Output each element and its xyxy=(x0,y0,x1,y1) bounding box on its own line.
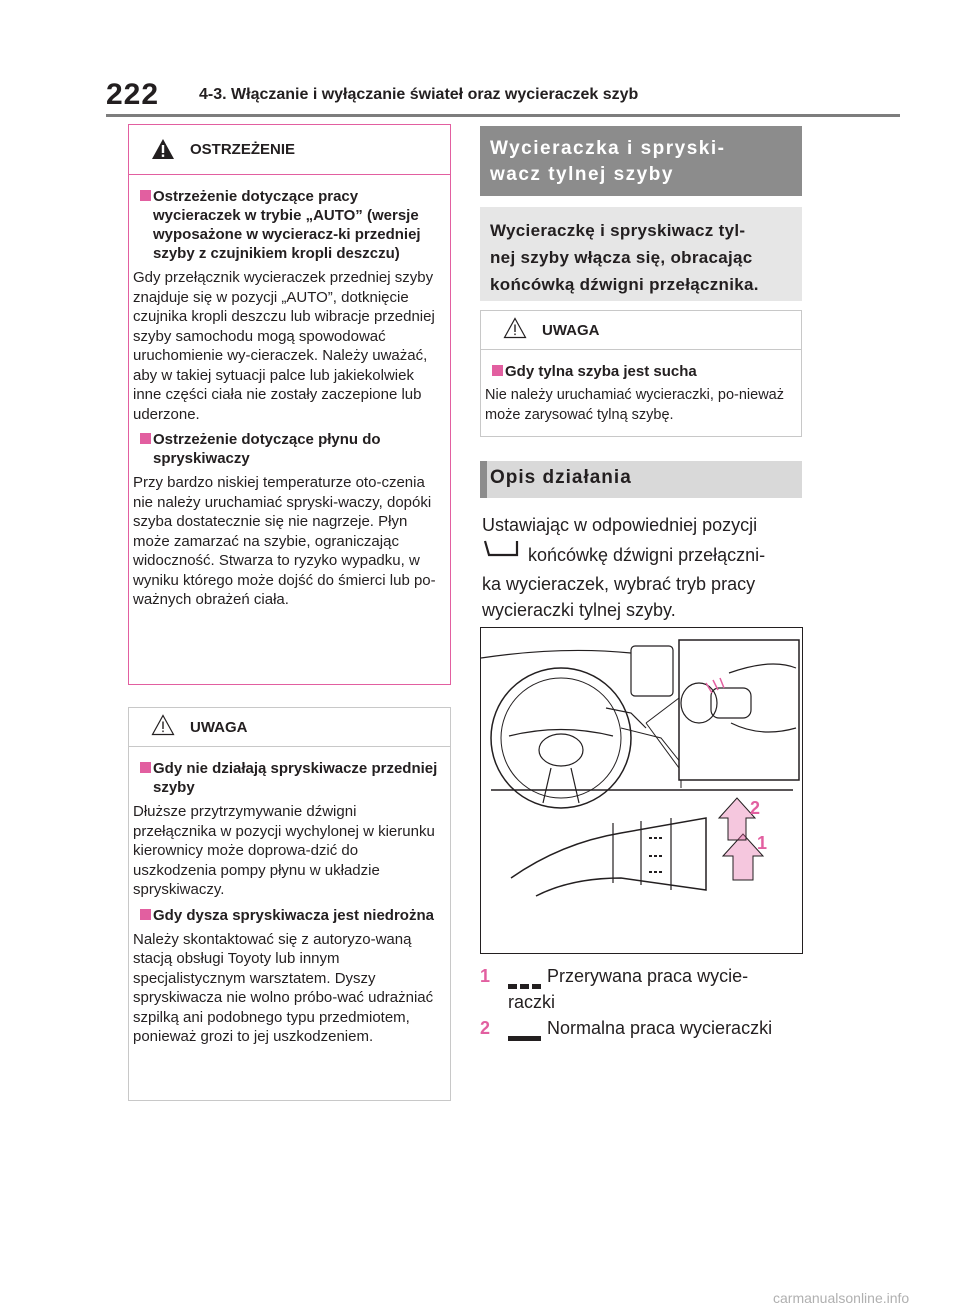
warning-subheading-1: Ostrzeżenie dotyczące pracy wycieraczek … xyxy=(132,187,443,263)
notice-box-title: UWAGA xyxy=(542,322,600,339)
figure-label-1: 1 xyxy=(757,833,768,853)
operation-line-2: końcówkę dźwigni przełączni- xyxy=(528,545,766,565)
warning-box-title: OSTRZEŻENIE xyxy=(190,141,296,158)
continuous-mode-icon xyxy=(508,1024,542,1050)
operation-title: Opis działania xyxy=(490,467,632,488)
section-title-band: Wycieraczka i spryski- wacz tylnej szyby xyxy=(480,126,802,196)
warning-triangle-icon xyxy=(152,139,174,159)
caution-triangle-icon xyxy=(503,317,527,339)
operation-line-1: Ustawiając w odpowiedniej pozycji xyxy=(482,515,758,535)
figure-label-2: 2 xyxy=(750,798,761,818)
operation-line-3: ka wycieraczek, wybrać tryb pracy xyxy=(482,574,756,594)
warning-body-2: Przy bardzo niskiej temperaturze oto-cze… xyxy=(133,474,436,608)
notice-box-header: UWAGA xyxy=(129,708,450,747)
rear-wiper-icon xyxy=(483,540,519,557)
band-accent-bar xyxy=(480,461,487,498)
bullet-square-icon xyxy=(140,762,151,773)
bullet-square-icon xyxy=(492,365,503,376)
warning-box-header: OSTRZEŻENIE xyxy=(129,125,450,175)
watermark: carmanualsonline.info xyxy=(773,1290,910,1306)
notice-box-header: UWAGA xyxy=(481,311,801,350)
warning-box: OSTRZEŻENIE Ostrzeżenie dotyczące pracy … xyxy=(128,124,451,685)
notice-body-1: Dłuższe przytrzymywanie dźwigni przełącz… xyxy=(133,803,435,898)
steering-and-lever-drawing xyxy=(480,639,800,897)
notice-body-2: Należy skontaktować się z autoryzo-waną … xyxy=(133,930,434,1046)
notice-subheading-1: Gdy nie działają spryskiwacze przedniej … xyxy=(132,759,443,797)
bullet-square-icon xyxy=(140,433,151,444)
notice-body-1: Nie należy uruchamiać wycieraczki, po-ni… xyxy=(485,387,784,423)
notice-subheading-2: Gdy dysza spryskiwacza jest niedrożna xyxy=(132,906,443,925)
notice-box-title: UWAGA xyxy=(190,719,248,736)
section-lead: Wycieraczkę i spryskiwacz tyl- nej szyby… xyxy=(480,207,802,301)
operation-line-4: wycieraczki tylnej szyby. xyxy=(482,600,676,620)
section-title-line-1: Wycieraczka i spryski- xyxy=(490,138,726,159)
notice-box-rear-window: UWAGA Gdy tylna szyba jest sucha Nie nal… xyxy=(480,310,802,437)
page-number: 222 xyxy=(106,78,160,111)
item-number: 1 xyxy=(480,966,491,986)
notice-subheading-1: Gdy tylna szyba jest sucha xyxy=(484,362,794,381)
wiper-lever-illustration: 2 1 xyxy=(480,627,803,954)
bullet-square-icon xyxy=(140,190,151,201)
header-rule xyxy=(106,114,900,117)
item-number: 2 xyxy=(480,1018,491,1038)
caution-triangle-icon xyxy=(151,714,175,736)
bullet-square-icon xyxy=(140,908,151,920)
notice-box-windshield: UWAGA Gdy nie działają spryskiwacze prze… xyxy=(128,707,451,1101)
section-title-line-2: wacz tylnej szyby xyxy=(490,164,674,185)
operation-title-band: Opis działania xyxy=(480,461,802,498)
section-header-title: 4-3. Włączanie i wyłączanie świateł oraz… xyxy=(199,86,639,103)
warning-subheading-2: Ostrzeżenie dotyczące płynu do spryskiwa… xyxy=(132,430,443,468)
intermittent-mode-icon xyxy=(508,972,542,998)
warning-body-1: Gdy przełącznik wycieraczek przedniej sz… xyxy=(133,269,435,423)
